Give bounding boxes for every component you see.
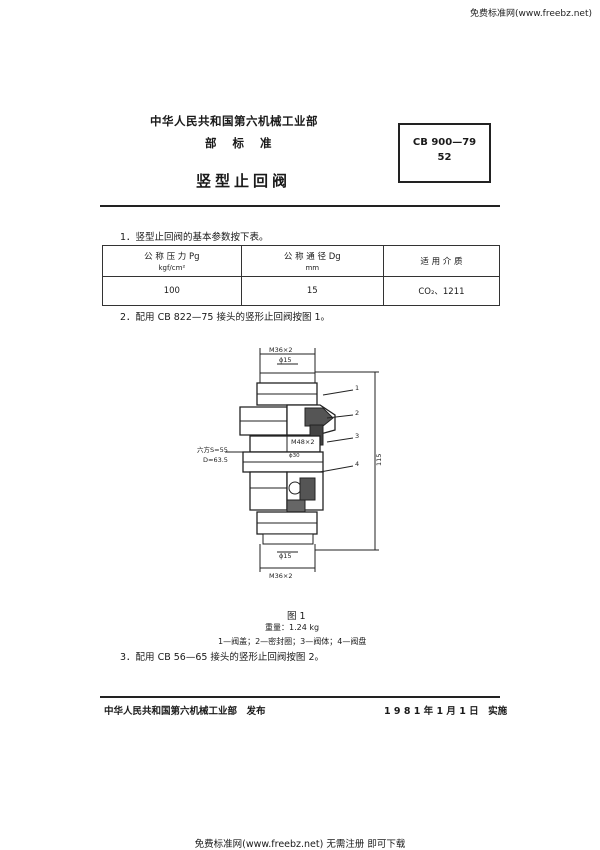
callout-1: 1 [355, 384, 359, 392]
paragraph-1: 1．竖型止回阀的基本参数按下表。 [120, 232, 269, 243]
figure-caption: 图 1 [287, 611, 306, 622]
figure-legend: 1—阀盖；2—密封圈；3—阀体；4—阀盘 [218, 637, 367, 646]
footer-effective-date: 1 9 8 1 年 1 月 1 日 实施 [384, 706, 508, 717]
dim-mid-thread: M48×2 [291, 438, 314, 446]
footer-publisher: 中华人民共和国第六机械工业部 发布 [104, 706, 266, 717]
standard-page-code: 52 [437, 152, 452, 163]
dim-diameter: D≈63.5 [203, 456, 228, 464]
dim-top-thread: M36×2 [269, 346, 292, 354]
table-header-medium: 适 用 介 质 [382, 245, 501, 277]
document-title: 竖型止回阀 [196, 172, 292, 190]
dim-height: 115 [375, 454, 383, 466]
table-cell: 15 [240, 276, 384, 306]
standard-code: CB 900—79 [412, 137, 477, 148]
dim-hex: 六方S=55 [197, 445, 228, 454]
paragraph-2: 2．配用 CB 822—75 接头的竖形止回阀按图 1。 [120, 312, 331, 323]
dim-bottom-bore: ϕ15 [279, 552, 292, 560]
dim-top-bore: ϕ15 [279, 356, 292, 364]
issuing-org: 中华人民共和国第六机械工业部 [150, 114, 318, 128]
standard-code-box: CB 900—79 52 [398, 123, 491, 183]
header-rule [100, 205, 500, 207]
dim-bottom-thread: M36×2 [269, 572, 292, 580]
standard-type: 部标准 [205, 136, 288, 150]
dim-bore: ϕ30 [289, 453, 300, 459]
figure-weight: 重量：1.24 kg [265, 623, 320, 632]
callout-2: 2 [355, 409, 359, 417]
table-cell: CO₂、1211 [382, 276, 501, 306]
callout-4: 4 [355, 460, 359, 468]
footer-rule [100, 696, 500, 698]
table-row: 100 15 CO₂、1211 [102, 276, 501, 306]
table-cell: 100 [102, 276, 242, 306]
paragraph-3: 3．配用 CB 56—65 接头的竖形止回阀按图 2。 [120, 652, 324, 663]
bottom-watermark: 免费标准网(www.freebz.net) 无需注册 即可下载 [194, 839, 406, 850]
top-watermark: 免费标准网(www.freebz.net) [470, 9, 592, 19]
callout-3: 3 [355, 432, 359, 440]
valve-drawing: M36×2 ϕ15 M48×2 ϕ30 六方S=55 D≈63.5 ϕ15 M3… [197, 346, 383, 580]
